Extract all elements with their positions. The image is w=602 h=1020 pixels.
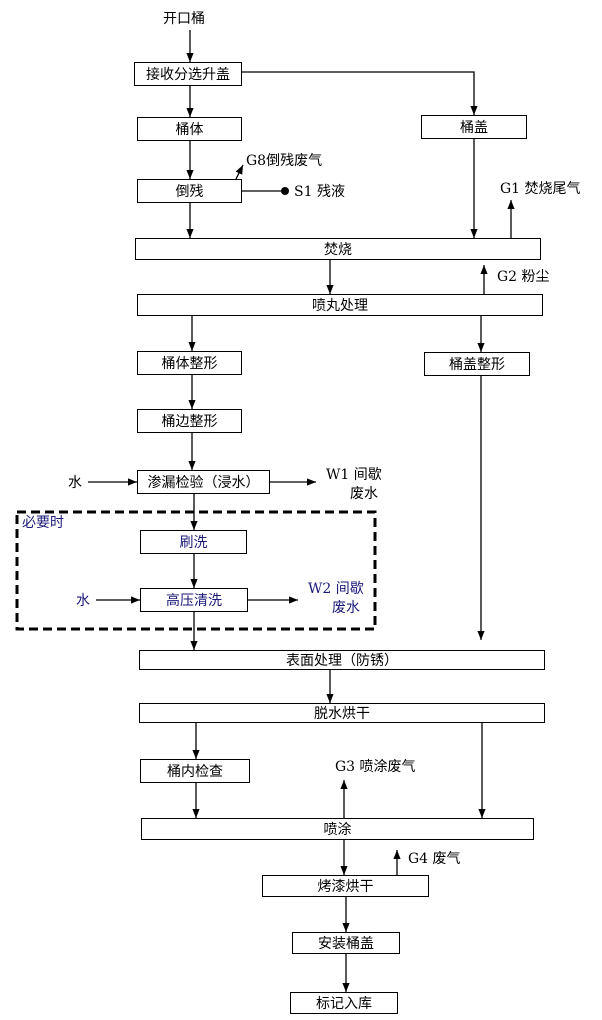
optional-group-label: 必要时 <box>22 515 64 531</box>
emission-w2-line1: W2 间歇 <box>308 581 364 597</box>
arrow-receive-to-lid <box>242 71 478 115</box>
node-receive-sort-lift-lid: 接收分选升盖 <box>134 62 242 86</box>
input-water-hp-wash: 水 <box>76 593 90 609</box>
node-barrel-body: 桶体 <box>137 117 242 141</box>
input-water-leak-test: 水 <box>68 475 82 491</box>
s1-endpoint-dot <box>281 187 289 195</box>
emission-s1: S1 残液 <box>294 184 345 200</box>
start-label: 开口桶 <box>163 11 205 27</box>
emission-w1-line2: 废水 <box>350 486 378 502</box>
emission-w2-line2: 废水 <box>332 600 360 616</box>
node-incineration: 焚烧 <box>135 238 541 260</box>
node-label-storage: 标记入库 <box>290 992 398 1014</box>
node-spray-coating: 喷涂 <box>141 818 534 840</box>
node-leak-test: 渗漏检验（浸水） <box>137 470 270 494</box>
emission-g4: G4 废气 <box>408 851 461 867</box>
node-inner-inspection: 桶内检查 <box>140 759 250 783</box>
emission-g8: G8倒残废气 <box>246 153 323 169</box>
node-edge-shaping: 桶边整形 <box>137 409 242 433</box>
emission-g1: G1 焚烧尾气 <box>500 181 581 197</box>
node-lid-shaping: 桶盖整形 <box>424 352 530 376</box>
node-body-shaping: 桶体整形 <box>137 351 242 375</box>
node-paint-baking: 烤漆烘干 <box>262 875 429 897</box>
node-barrel-lid: 桶盖 <box>421 115 527 139</box>
arrow-drain-to-g8 <box>235 164 244 180</box>
node-shot-blasting: 喷丸处理 <box>137 294 543 316</box>
node-drain-residue: 倒残 <box>137 179 242 203</box>
emission-g2: G2 粉尘 <box>497 269 550 285</box>
node-brushing: 刷洗 <box>140 530 247 554</box>
node-surface-treatment: 表面处理（防锈） <box>139 650 545 670</box>
node-high-pressure-wash: 高压清洗 <box>140 588 248 612</box>
emission-g3: G3 喷涂废气 <box>335 759 416 775</box>
node-dewater-drying: 脱水烘干 <box>139 703 545 723</box>
emission-w1-line1: W1 间歇 <box>326 467 382 483</box>
node-install-lid: 安装桶盖 <box>292 932 400 954</box>
